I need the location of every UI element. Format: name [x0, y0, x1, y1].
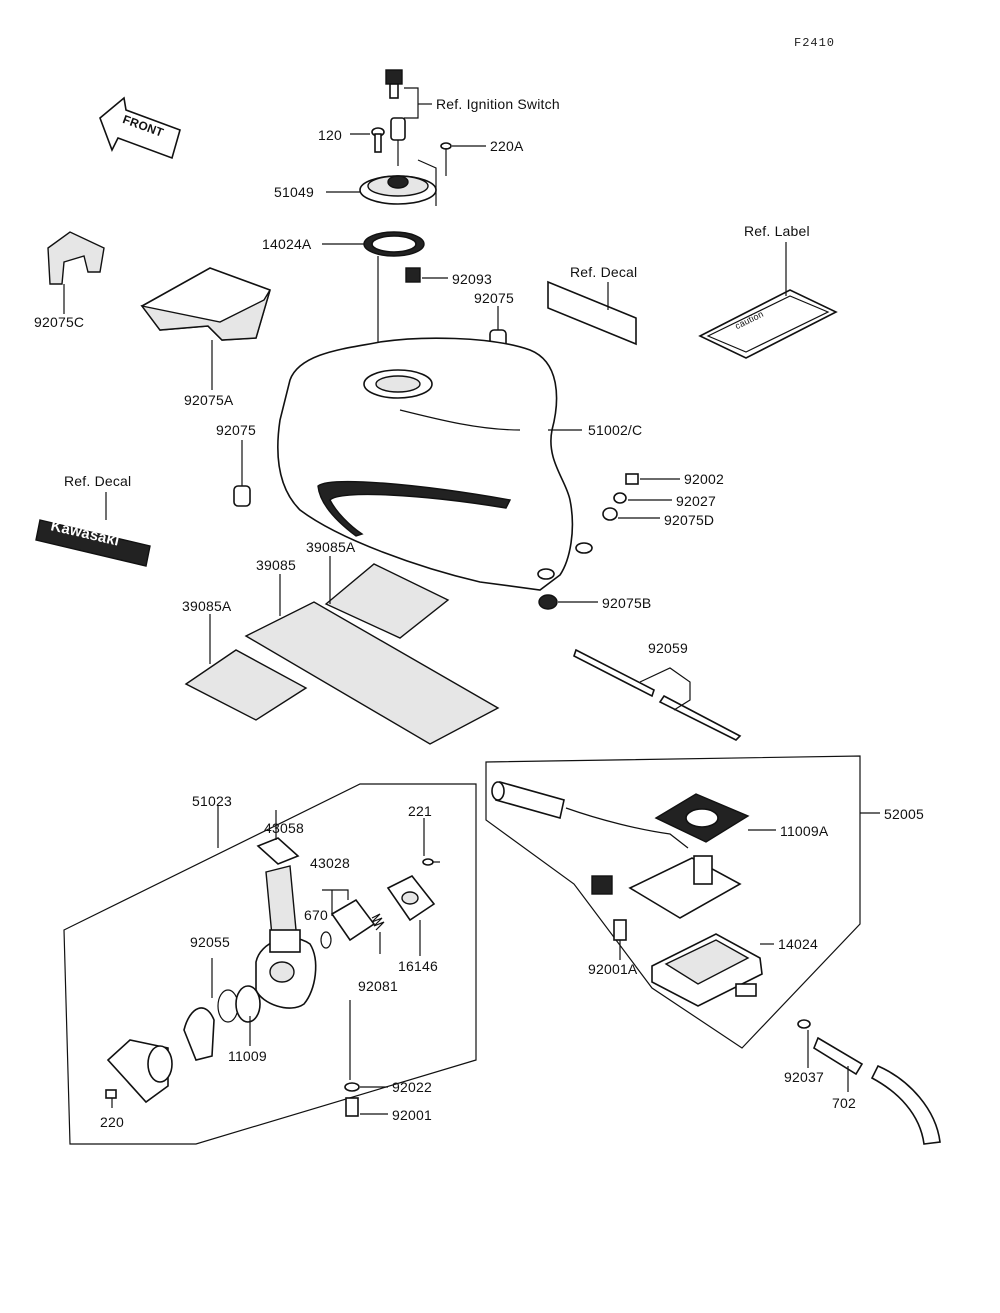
label-92093: 92093 — [452, 271, 492, 287]
label-220: 220 — [100, 1114, 124, 1130]
damper-92075-left — [233, 440, 251, 507]
label-51023: 51023 — [192, 793, 232, 809]
figure-code: F2410 — [794, 36, 836, 50]
front-arrow-icon — [99, 96, 181, 160]
label-39085A-top: 39085A — [306, 539, 356, 555]
label-11009: 11009 — [228, 1048, 267, 1064]
label-51002C: 51002/C — [588, 422, 643, 438]
screw-220A — [417, 142, 486, 206]
bolt-92001A — [613, 919, 627, 960]
label-43058: 43058 — [264, 820, 304, 836]
hose-92059 — [573, 648, 742, 741]
pad-39085 — [244, 574, 500, 745]
flange-plate — [106, 1039, 173, 1104]
ignition-key-icon — [385, 69, 403, 99]
diaphragm-43028 — [322, 889, 376, 942]
label-702: 702 — [832, 1095, 856, 1111]
pad-92075A — [140, 267, 271, 390]
oring-670 — [320, 931, 332, 949]
label-ref-label: Ref. Label — [744, 223, 810, 239]
gasket-14024A — [322, 231, 425, 370]
label-92055: 92055 — [190, 934, 230, 950]
label-14024A: 14024A — [262, 236, 312, 252]
nut-92093 — [405, 267, 448, 283]
label-ref-ignition-switch: Ref. Ignition Switch — [436, 96, 560, 112]
washer-92022 — [344, 1082, 388, 1092]
spring-92081 — [371, 913, 385, 954]
damper-92075B — [538, 594, 598, 610]
fuel-cap-51049 — [326, 175, 437, 205]
label-92002: 92002 — [684, 471, 724, 487]
label-43028: 43028 — [310, 855, 350, 871]
label-14024: 14024 — [778, 936, 818, 952]
fuel-tank-51002C — [277, 337, 593, 591]
lock-cylinder — [390, 117, 406, 166]
screw-221 — [422, 818, 440, 866]
label-11009A: 11009A — [780, 823, 829, 839]
housing-14024 — [651, 933, 774, 1007]
kawasaki-decal — [35, 492, 151, 567]
label-92037: 92037 — [784, 1069, 824, 1085]
screw-220 — [105, 1089, 117, 1108]
label-51049: 51049 — [274, 184, 314, 200]
hose-702 — [813, 1036, 941, 1145]
label-92059: 92059 — [648, 640, 688, 656]
float — [491, 781, 689, 849]
label-ref-decal-left: Ref. Decal — [64, 473, 132, 489]
assembly-box-51023 — [63, 783, 477, 1145]
label-92075D: 92075D — [664, 512, 715, 528]
label-52005: 52005 — [884, 806, 924, 822]
label-92075-top: 92075 — [474, 290, 514, 306]
bolt-92001 — [345, 1097, 388, 1117]
cover-16146 — [386, 874, 436, 956]
label-220A: 220A — [490, 138, 524, 154]
label-92001: 92001 — [392, 1107, 432, 1123]
fuel-gauge-sender — [591, 855, 742, 919]
collar-92027 — [613, 492, 672, 504]
gasket-43058 — [256, 810, 300, 865]
label-120: 120 — [318, 127, 342, 143]
label-92081: 92081 — [358, 978, 398, 994]
damper-92075D — [602, 507, 660, 521]
label-92022: 92022 — [392, 1079, 432, 1095]
label-92075C: 92075C — [34, 314, 85, 330]
gasket-11009A — [654, 793, 776, 843]
tap-lever — [265, 865, 297, 937]
pad-39085A-left — [184, 614, 308, 721]
label-92027: 92027 — [676, 493, 716, 509]
label-670: 670 — [304, 907, 328, 923]
fuel-tap-body — [255, 929, 317, 1009]
assembly-box-52005 — [485, 755, 861, 1049]
label-92075B: 92075B — [602, 595, 652, 611]
bolt-92002 — [625, 473, 680, 485]
label-ref-decal-top: Ref. Decal — [570, 264, 638, 280]
pad-39085A-top — [324, 556, 450, 639]
bolt-120 — [371, 127, 385, 153]
label-92001A: 92001A — [588, 961, 638, 977]
label-39085A-left: 39085A — [182, 598, 232, 614]
label-92075A: 92075A — [184, 392, 234, 408]
label-39085: 39085 — [256, 557, 296, 573]
decal-strip — [547, 280, 637, 346]
caution-label — [698, 242, 838, 359]
label-92075-left: 92075 — [216, 422, 256, 438]
gasket-11009 — [235, 985, 261, 1046]
bracket-92075C — [47, 231, 105, 314]
fuel-filter — [183, 1007, 215, 1061]
label-16146: 16146 — [398, 958, 438, 974]
oring-92055 — [211, 958, 239, 1023]
label-221: 221 — [408, 803, 432, 819]
clip-92037 — [797, 1019, 811, 1068]
